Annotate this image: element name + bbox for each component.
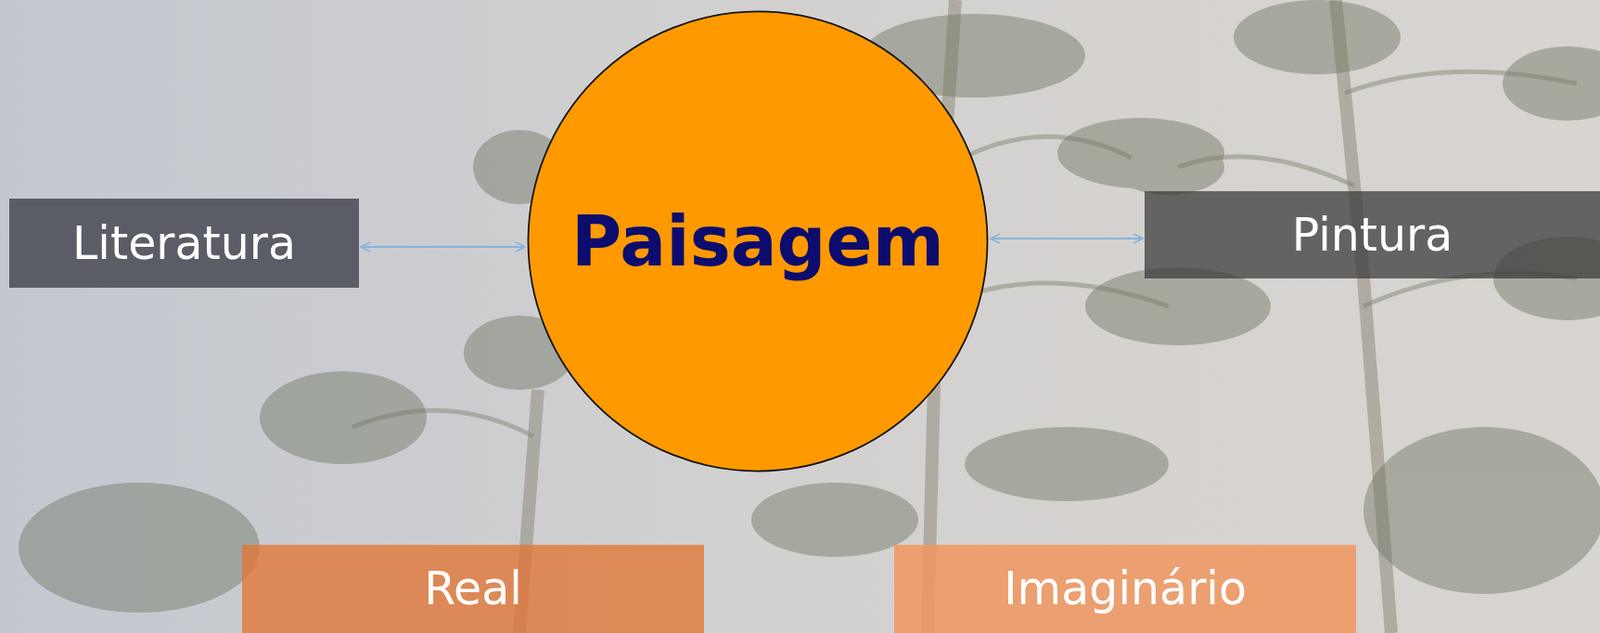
node-label: Real [423,562,523,615]
literature-box: Literatura [9,198,359,288]
circle-fill [527,11,987,471]
double-arrow [360,245,525,248]
double-arrow [990,237,1143,240]
node-label: Literatura [72,217,296,270]
imaginary-box: Imaginário [894,544,1357,633]
painting-box: Pintura [1144,191,1600,279]
node-label: Imaginário [1003,562,1247,615]
node-label: Pintura [1292,208,1454,262]
landscape-circle: Paisagem [526,10,989,473]
node-label: Paisagem [571,201,945,282]
real-box: Real [242,544,704,633]
